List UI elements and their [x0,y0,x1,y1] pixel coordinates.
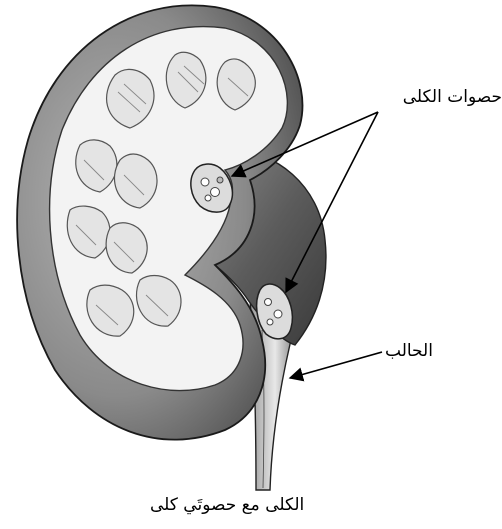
kidney-stones-label: حصوات الكلى [403,89,502,106]
diagram-caption: الكلى مع حصوتَي كلى [150,497,304,514]
ureter-label: الحالب [385,343,433,360]
arrow-to-ureter [290,352,382,378]
